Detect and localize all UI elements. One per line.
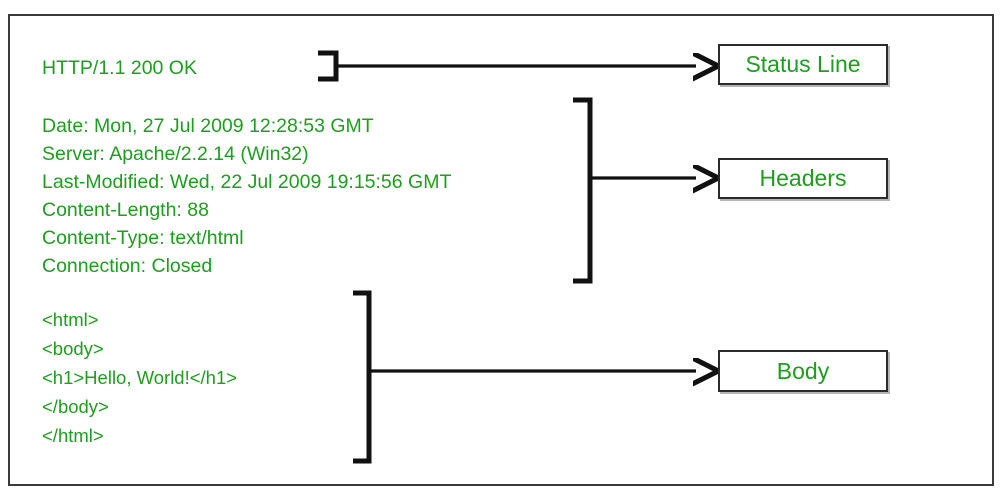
label-box-body-text: Body <box>776 357 830 384</box>
label-box-status-line[interactable]: Status Line <box>718 44 888 85</box>
label-box-body[interactable]: Body <box>718 350 888 392</box>
status-line-text: HTTP/1.1 200 OK <box>42 57 197 79</box>
label-box-status-line-text: Status Line <box>745 51 861 77</box>
label-box-headers-text: Headers <box>759 165 847 191</box>
headers-text: Date: Mon, 27 Jul 2009 12:28:53 GMT Serv… <box>42 115 452 277</box>
body-text: <html> <body> <h1>Hello, World!</h1> </b… <box>42 309 238 446</box>
label-box-headers[interactable]: Headers <box>718 158 888 199</box>
diagram-outer-frame <box>8 14 994 486</box>
